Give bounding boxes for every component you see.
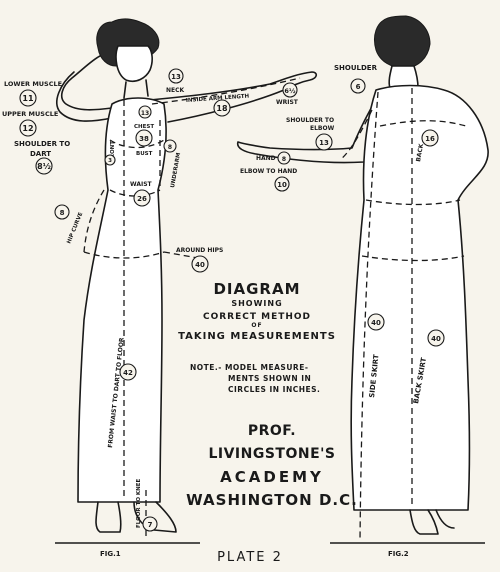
label-floor-to-knee: FLOOR TO KNEE xyxy=(136,478,142,528)
heading-line-5: TAKING MEASUREMENTS xyxy=(178,331,336,342)
value-shoulder-to-elbow: 13 xyxy=(319,139,329,147)
value-elbow-to-hand: 10 xyxy=(277,181,287,189)
ring-hand xyxy=(277,151,291,165)
value-wrist: 6½ xyxy=(284,87,296,95)
fig2-shoes xyxy=(409,509,455,535)
ring-back-skirt xyxy=(427,329,445,347)
ring-side-skirt xyxy=(367,313,385,331)
value-back-skirt: 40 xyxy=(431,335,441,343)
value-side-skirt: 40 xyxy=(371,319,381,327)
label-front: FRONT xyxy=(110,141,116,162)
fig1-caption: FIG.1 xyxy=(100,550,121,558)
label-waist: WAIST xyxy=(130,181,153,188)
ring-inside-arm xyxy=(213,99,231,117)
label-lower-muscle: LOWER MUSCLE xyxy=(4,80,62,88)
value-front-length: 42 xyxy=(123,369,133,377)
label-wrist: WRIST xyxy=(276,99,299,106)
label-shoulder-to-dart-1: SHOULDER TO xyxy=(14,140,70,148)
ring-shoulder-to-dart xyxy=(35,157,53,175)
value-hip-curve: 8 xyxy=(60,209,65,217)
ring-front-length xyxy=(119,363,137,381)
fig1-body xyxy=(77,97,167,503)
label-hand: HAND xyxy=(256,155,276,162)
fig1-face xyxy=(115,45,153,83)
fig1-raised-arm xyxy=(60,55,113,111)
ring-hip-curve xyxy=(54,204,70,220)
value-lower-muscle: 11 xyxy=(22,94,34,103)
label-upper-muscle: UPPER MUSCLE xyxy=(2,110,58,118)
ring-upper-muscle xyxy=(19,119,37,137)
ring-bust xyxy=(135,129,153,147)
value-shoulder: 6 xyxy=(356,83,361,91)
value-hand: 8 xyxy=(282,156,286,163)
fig2-figure xyxy=(236,15,489,541)
ring-wrist xyxy=(282,82,298,98)
note-line-3: CIRCLES IN INCHES. xyxy=(228,385,321,394)
value-underarm: 8 xyxy=(168,144,172,151)
academy-block: PROF. LIVINGSTONE'S ACADEMY WASHINGTON D… xyxy=(184,420,360,512)
value-around-hips: 40 xyxy=(195,261,205,269)
ring-around-hips xyxy=(191,255,209,273)
fig2-caption: FIG.2 xyxy=(388,550,409,558)
label-inside-arm: INSIDE ARM LENGTH xyxy=(186,94,250,104)
fig2-hair xyxy=(374,15,431,69)
ring-elbow-to-hand xyxy=(274,176,290,192)
heading-line-2: SHOWING xyxy=(231,299,283,308)
note-line-1: NOTE.- MODEL MEASURE- xyxy=(190,363,309,372)
ring-chest xyxy=(138,105,152,119)
heading-line-3: CORRECT METHOD xyxy=(202,312,312,322)
ring-front xyxy=(104,154,116,166)
value-upper-muscle: 12 xyxy=(22,124,33,133)
academy-line-3: WASHINGTON D.C. xyxy=(186,491,358,509)
fig1-neck xyxy=(123,79,149,99)
value-front: 3 xyxy=(108,158,112,164)
label-shoulder-to-elbow-1: SHOULDER TO xyxy=(286,117,334,124)
label-hip-curve: HIP CURVE xyxy=(66,211,84,244)
value-shoulder-to-dart: 8½ xyxy=(37,161,51,171)
fig2-body xyxy=(350,84,489,511)
label-shoulder: SHOULDER xyxy=(334,64,378,72)
label-neck: NECK xyxy=(166,87,185,94)
value-floor-to-knee: 7 xyxy=(148,521,153,529)
ring-floor-to-knee xyxy=(142,516,158,532)
ring-shoulder xyxy=(350,78,366,94)
value-bust: 38 xyxy=(139,135,149,143)
ring-back xyxy=(421,129,439,147)
ring-shoulder-to-elbow xyxy=(315,133,333,151)
heading-line-4: OF xyxy=(251,322,263,329)
academy-line-2: ACADEMY xyxy=(220,468,324,486)
ring-neck xyxy=(168,68,184,84)
value-inside-arm: 18 xyxy=(216,104,228,113)
label-back: BACK xyxy=(415,143,425,163)
ring-waist xyxy=(133,189,151,207)
model-note: NOTE.- MODEL MEASURE- MENTS SHOWN IN CIR… xyxy=(190,362,340,395)
fig1-extended-arm xyxy=(149,71,318,123)
label-elbow-to-hand: ELBOW TO HAND xyxy=(240,168,297,175)
ring-underarm xyxy=(163,139,177,153)
fig1-shoes xyxy=(95,501,177,533)
label-bust: BUST xyxy=(136,151,153,157)
label-shoulder-to-elbow-2: ELBOW xyxy=(310,125,335,132)
diagram-heading: DIAGRAM SHOWING CORRECT METHOD OF TAKING… xyxy=(172,280,342,342)
value-chest: 13 xyxy=(141,110,149,117)
heading-line-1: DIAGRAM xyxy=(213,280,301,298)
fig2-neck xyxy=(388,65,419,89)
label-underarm: UNDERARM xyxy=(170,152,182,188)
note-line-2: MENTS SHOWN IN xyxy=(228,374,312,383)
value-neck: 13 xyxy=(171,73,181,81)
academy-line-1: PROF. LIVINGSTONE'S xyxy=(208,423,336,462)
plate-label: PLATE 2 xyxy=(217,550,283,565)
label-chest: CHEST xyxy=(134,124,154,130)
label-around-hips: AROUND HIPS xyxy=(176,247,223,254)
value-waist: 26 xyxy=(137,195,147,203)
value-back: 16 xyxy=(425,135,435,143)
ring-lower-muscle xyxy=(19,89,37,107)
label-shoulder-to-dart-2: DART xyxy=(30,150,51,158)
